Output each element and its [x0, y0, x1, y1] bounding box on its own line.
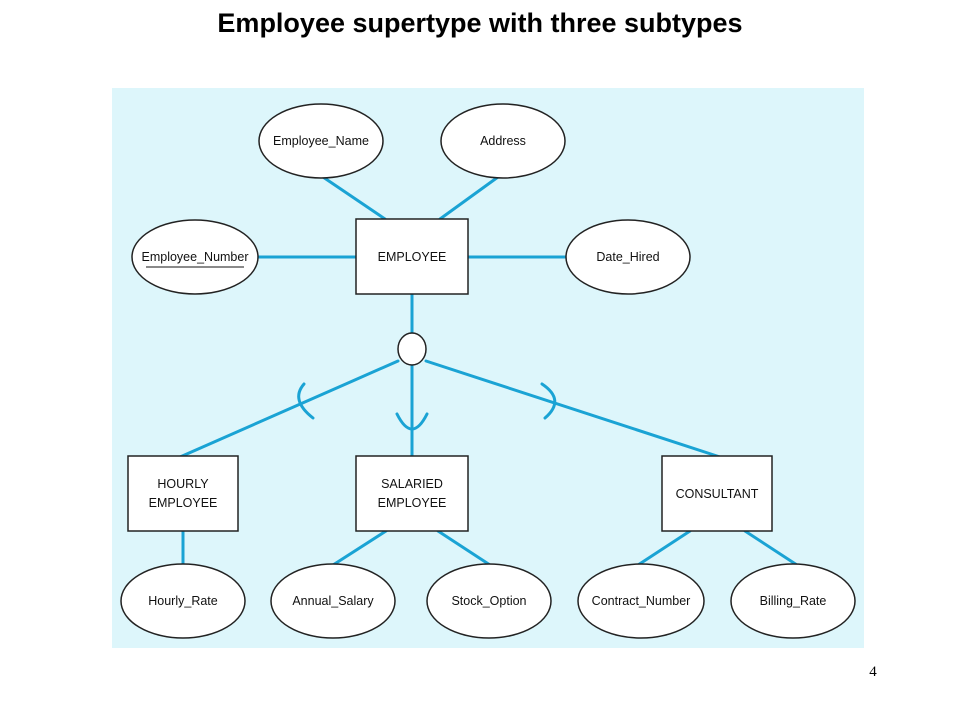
- attribute-label: Billing_Rate: [760, 594, 827, 608]
- attribute-hourly-rate: Hourly_Rate: [120, 563, 246, 639]
- diagram-panel: [112, 88, 864, 648]
- line-stock-option: [436, 529, 492, 567]
- subset-symbol-consultant: [540, 382, 557, 420]
- entity-box: [661, 455, 773, 532]
- entity-box: [127, 455, 239, 532]
- attribute-oval: [440, 103, 566, 179]
- entity-employee: EMPLOYEE: [355, 218, 469, 295]
- attribute-oval: [577, 563, 705, 639]
- entity-box: [355, 455, 469, 532]
- page-number: 4: [869, 664, 877, 680]
- attribute-label: Date_Hired: [596, 250, 659, 264]
- attribute-oval: [131, 219, 259, 295]
- attribute-oval: [565, 219, 691, 295]
- line-circle-to-consultant: [424, 359, 722, 459]
- attribute-oval: [730, 563, 856, 639]
- subset-symbol-salaried: [395, 412, 429, 431]
- entity-consultant: CONSULTANT: [661, 455, 773, 532]
- slide-title: Employee supertype with three subtypes: [217, 8, 743, 38]
- attribute-label: Address: [480, 134, 526, 148]
- specialization-circle: [397, 332, 427, 366]
- attribute-oval: [426, 563, 552, 639]
- attribute-address: Address: [440, 103, 566, 179]
- attribute-contract-number: Contract_Number: [577, 563, 705, 639]
- line-billing-rate: [743, 529, 799, 567]
- attribute-stock-option: Stock_Option: [426, 563, 552, 639]
- entity-label-line-1: SALARIED: [381, 477, 443, 491]
- attribute-label: Hourly_Rate: [148, 594, 218, 608]
- entity-label-line-1: HOURLY: [157, 477, 209, 491]
- attribute-employee-name: Employee_Name: [258, 103, 384, 179]
- line-employee-name: [318, 173, 387, 221]
- connector-lines: [178, 173, 799, 567]
- attribute-date-hired: Date_Hired: [565, 219, 691, 295]
- line-address: [438, 175, 500, 221]
- entity-label-line-2: EMPLOYEE: [378, 496, 447, 510]
- attribute-label: Employee_Name: [273, 134, 369, 148]
- attribute-annual-salary: Annual_Salary: [270, 563, 396, 639]
- attribute-label: Employee_Number: [142, 250, 249, 264]
- attribute-oval: [120, 563, 246, 639]
- entity-hourly-employee: HOURLY EMPLOYEE: [127, 455, 239, 532]
- entity-label: CONSULTANT: [676, 487, 759, 501]
- attribute-employee-number: Employee_Number: [131, 219, 259, 295]
- line-annual-salary: [331, 529, 388, 567]
- subset-symbols: [297, 382, 557, 431]
- attribute-label: Stock_Option: [451, 594, 526, 608]
- entity-label-line-2: EMPLOYEE: [149, 496, 218, 510]
- attribute-label: Contract_Number: [592, 594, 691, 608]
- entity-salaried-employee: SALARIED EMPLOYEE: [355, 455, 469, 532]
- attribute-oval: [270, 563, 396, 639]
- entity-label: EMPLOYEE: [378, 250, 447, 264]
- attribute-oval: [258, 103, 384, 179]
- line-contract-number: [636, 529, 692, 567]
- attribute-label: Annual_Salary: [292, 594, 374, 608]
- subset-symbol-hourly: [297, 382, 315, 420]
- attribute-billing-rate: Billing_Rate: [730, 563, 856, 639]
- line-circle-to-hourly: [178, 359, 400, 459]
- entity-box: [355, 218, 469, 295]
